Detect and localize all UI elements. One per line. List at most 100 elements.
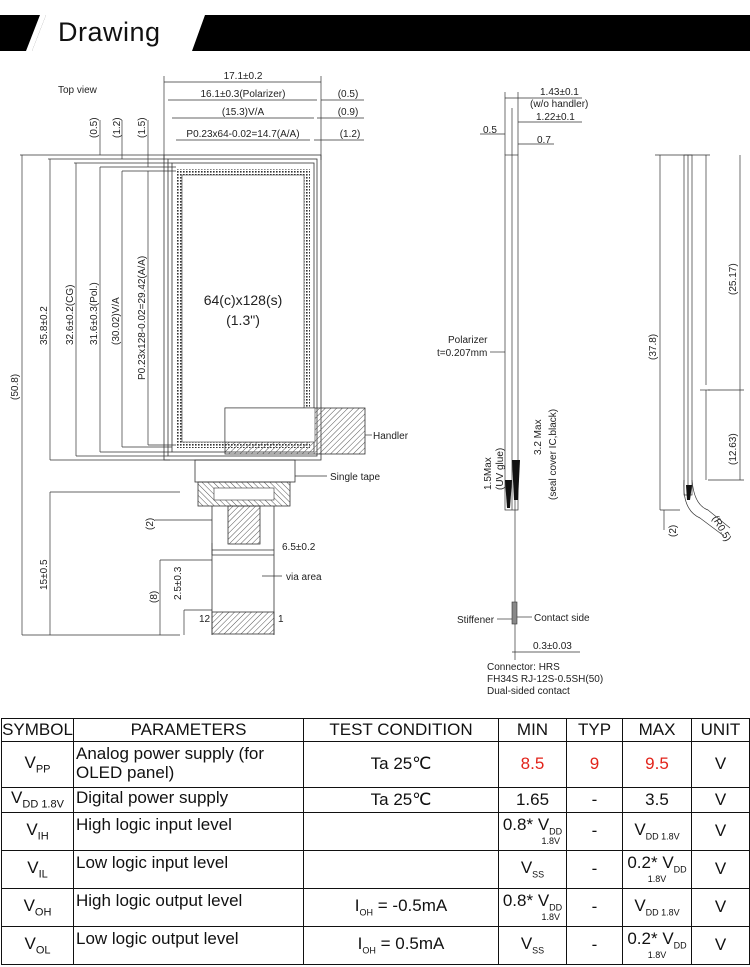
bottom-left-dims xyxy=(159,559,212,635)
max-cell: VDD 1.8V xyxy=(622,812,692,851)
parameter-cell: High logic output level xyxy=(73,888,304,927)
handler-label: Handler xyxy=(373,431,409,442)
size-label: (1.3") xyxy=(226,312,260,328)
side-thickness-2: 1.22±0.1 xyxy=(536,112,575,123)
dim-right-09: (0.9) xyxy=(338,107,359,118)
top-dimension-lines xyxy=(163,76,364,160)
dim-2-left: (2) xyxy=(145,518,156,530)
table-header-row: SYMBOL PARAMETERS TEST CONDITION MIN TYP… xyxy=(1,718,750,742)
active-area xyxy=(181,174,305,443)
symbol-cell: VOL xyxy=(1,926,74,965)
dim-right-05: (0.5) xyxy=(338,89,359,100)
header-typ: TYP xyxy=(566,718,623,742)
right-378: (37.8) xyxy=(648,334,659,360)
dim-65: 6.5±0.2 xyxy=(282,542,316,553)
uv-glue xyxy=(505,480,512,508)
section-header: Drawing xyxy=(0,15,750,51)
parameter-cell: Digital power supply xyxy=(73,787,304,813)
condition-cell xyxy=(303,850,499,889)
resolution-label: 64(c)x128(s) xyxy=(204,292,283,308)
via-area-label: via area xyxy=(286,572,322,583)
connector-line2: FH34S RJ-12S-0.5SH(50) xyxy=(487,674,603,685)
dim-height-va: (30.02)V/A xyxy=(111,297,122,345)
contact-side-label: Contact side xyxy=(534,613,590,624)
drawing-svg: Top view 17.1±0.2 16.1±0.3(Polarizer) (1… xyxy=(10,71,744,697)
dim-height-pol: 31.6±0.3(Pol.) xyxy=(89,282,100,345)
dim-vert-12: (1.2) xyxy=(112,117,123,138)
unit-cell: V xyxy=(691,926,750,965)
stiffener xyxy=(511,601,518,625)
symbol-cell: VPP xyxy=(1,741,74,788)
right-ic xyxy=(686,485,692,500)
header-bar xyxy=(0,15,750,51)
unit-cell: V xyxy=(691,787,750,813)
dim-height-358: 35.8±0.2 xyxy=(39,306,50,345)
right-view-lines xyxy=(655,154,744,537)
unit-cell: V xyxy=(691,888,750,927)
dim-height-aa: P0.23x128-0.02=29.42(A/A) xyxy=(137,256,148,380)
dim-width-polarizer: 16.1±0.3(Polarizer) xyxy=(201,89,286,100)
fpc-neck xyxy=(227,505,261,545)
stiffener-label: Stiffener xyxy=(457,615,495,626)
dim-03: 0.3±0.03 xyxy=(533,641,572,652)
parameter-cell: Low logic output level xyxy=(73,926,304,965)
header-symbol: SYMBOL xyxy=(1,718,74,742)
polarizer-thickness: t=0.207mm xyxy=(437,348,487,359)
typ-cell: - xyxy=(566,787,623,813)
max-cell: VDD 1.8V xyxy=(622,888,692,927)
min-cell: 8.5 xyxy=(498,741,567,788)
header-min: MIN xyxy=(498,718,567,742)
pin-1-label: 1 xyxy=(278,614,284,625)
header-title: Drawing xyxy=(58,17,161,47)
unit-cell: V xyxy=(691,850,750,889)
header-max: MAX xyxy=(622,718,692,742)
table-row: VOL Low logic output level IOH = 0.5mA V… xyxy=(1,926,750,965)
table-row: VIL Low logic input level VSS - 0.2* VDD… xyxy=(1,850,750,889)
dim-15: 15±0.5 xyxy=(39,559,50,590)
dim-right-12: (1.2) xyxy=(340,129,361,140)
parameter-cell: High logic input level xyxy=(73,812,304,851)
symbol-cell: VOH xyxy=(1,888,74,927)
typ-cell: - xyxy=(566,888,623,927)
connector-line3: Dual-sided contact xyxy=(487,686,570,697)
right-2517: (25.17) xyxy=(728,263,739,295)
parameter-cell: Low logic input level xyxy=(73,850,304,889)
max-cell: 3.5 xyxy=(622,787,692,813)
min-cell: VSS xyxy=(498,850,567,889)
uv-glue-b: (UV glue) xyxy=(495,448,506,490)
min-cell: VSS xyxy=(498,926,567,965)
condition-cell: IOH = -0.5mA xyxy=(303,888,499,927)
ic-seal xyxy=(512,460,520,500)
header-test-condition: TEST CONDITION xyxy=(303,718,499,742)
symbol-cell: VDD 1.8V xyxy=(1,787,74,813)
dim-width-aa: P0.23x64-0.02=14.7(A/A) xyxy=(186,129,299,140)
right-1263: (12.63) xyxy=(728,433,739,465)
uv-glue-a: 1.5Max xyxy=(483,457,494,490)
dim-height-cg: 32.6±0.2(CG) xyxy=(65,284,76,345)
single-tape-label: Single tape xyxy=(330,472,380,483)
top-left-ext-lines xyxy=(20,120,176,172)
condition-cell: Ta 25℃ xyxy=(303,741,499,788)
dim-vert-15: (1.5) xyxy=(137,117,148,138)
side-thickness-note: (w/o handler) xyxy=(530,99,588,110)
top-view-label: Top view xyxy=(58,85,98,96)
right-r05: (R0.5) xyxy=(709,514,732,544)
table-row: VOH High logic output level IOH = -0.5mA… xyxy=(1,888,750,927)
table-row: VPP Analog power supply (for OLED panel)… xyxy=(1,741,750,788)
dim-vert-05: (0.5) xyxy=(89,117,100,138)
dim-width-total: 17.1±0.2 xyxy=(224,71,263,82)
symbol-cell: VIL xyxy=(1,850,74,889)
side-07: 0.7 xyxy=(537,135,551,146)
technical-drawing: Top view 17.1±0.2 16.1±0.3(Polarizer) (1… xyxy=(0,60,750,710)
seal-b: (seal cover IC,black) xyxy=(548,409,559,500)
table-row: VDD 1.8V Digital power supply Ta 25℃ 1.6… xyxy=(1,787,750,813)
condition-cell: IOH = 0.5mA xyxy=(303,926,499,965)
side-05: 0.5 xyxy=(483,125,497,136)
unit-cell: V xyxy=(691,812,750,851)
polarizer-label: Polarizer xyxy=(448,335,488,346)
